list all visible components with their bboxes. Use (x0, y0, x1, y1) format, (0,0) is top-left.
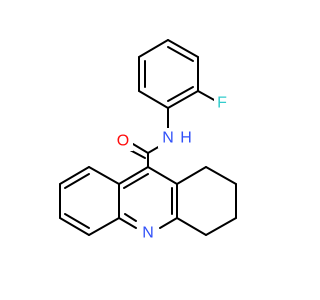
bond (167, 90, 199, 109)
bond (118, 166, 149, 185)
bond (167, 86, 194, 102)
bond (123, 173, 149, 189)
bond (159, 217, 178, 229)
fluorine-atom-label: F (217, 95, 227, 112)
bond (138, 39, 169, 58)
bond (59, 217, 90, 236)
bond (197, 90, 217, 102)
bond (59, 166, 90, 185)
bond (205, 217, 237, 236)
bond (88, 217, 120, 236)
bond (132, 143, 149, 154)
bond (124, 213, 137, 222)
bond (205, 166, 237, 185)
molecule-structure-diagram: F N H O N (59, 39, 237, 243)
atom-labels: F N H O N (113, 92, 230, 243)
bond (176, 217, 207, 236)
bond (138, 90, 169, 109)
bond (118, 217, 137, 229)
bond (167, 46, 194, 62)
bond (167, 39, 199, 58)
amide-hydrogen-label: H (180, 130, 192, 147)
ring-nitrogen-label: N (142, 225, 154, 242)
amide-nitrogen-label: N (162, 130, 174, 147)
bond (147, 166, 178, 185)
bond (129, 149, 146, 159)
bonds (59, 39, 237, 236)
bond (176, 166, 207, 185)
bond (64, 213, 90, 229)
bond (88, 166, 120, 185)
carbonyl-oxygen-label: O (117, 133, 129, 150)
bond (64, 173, 90, 189)
